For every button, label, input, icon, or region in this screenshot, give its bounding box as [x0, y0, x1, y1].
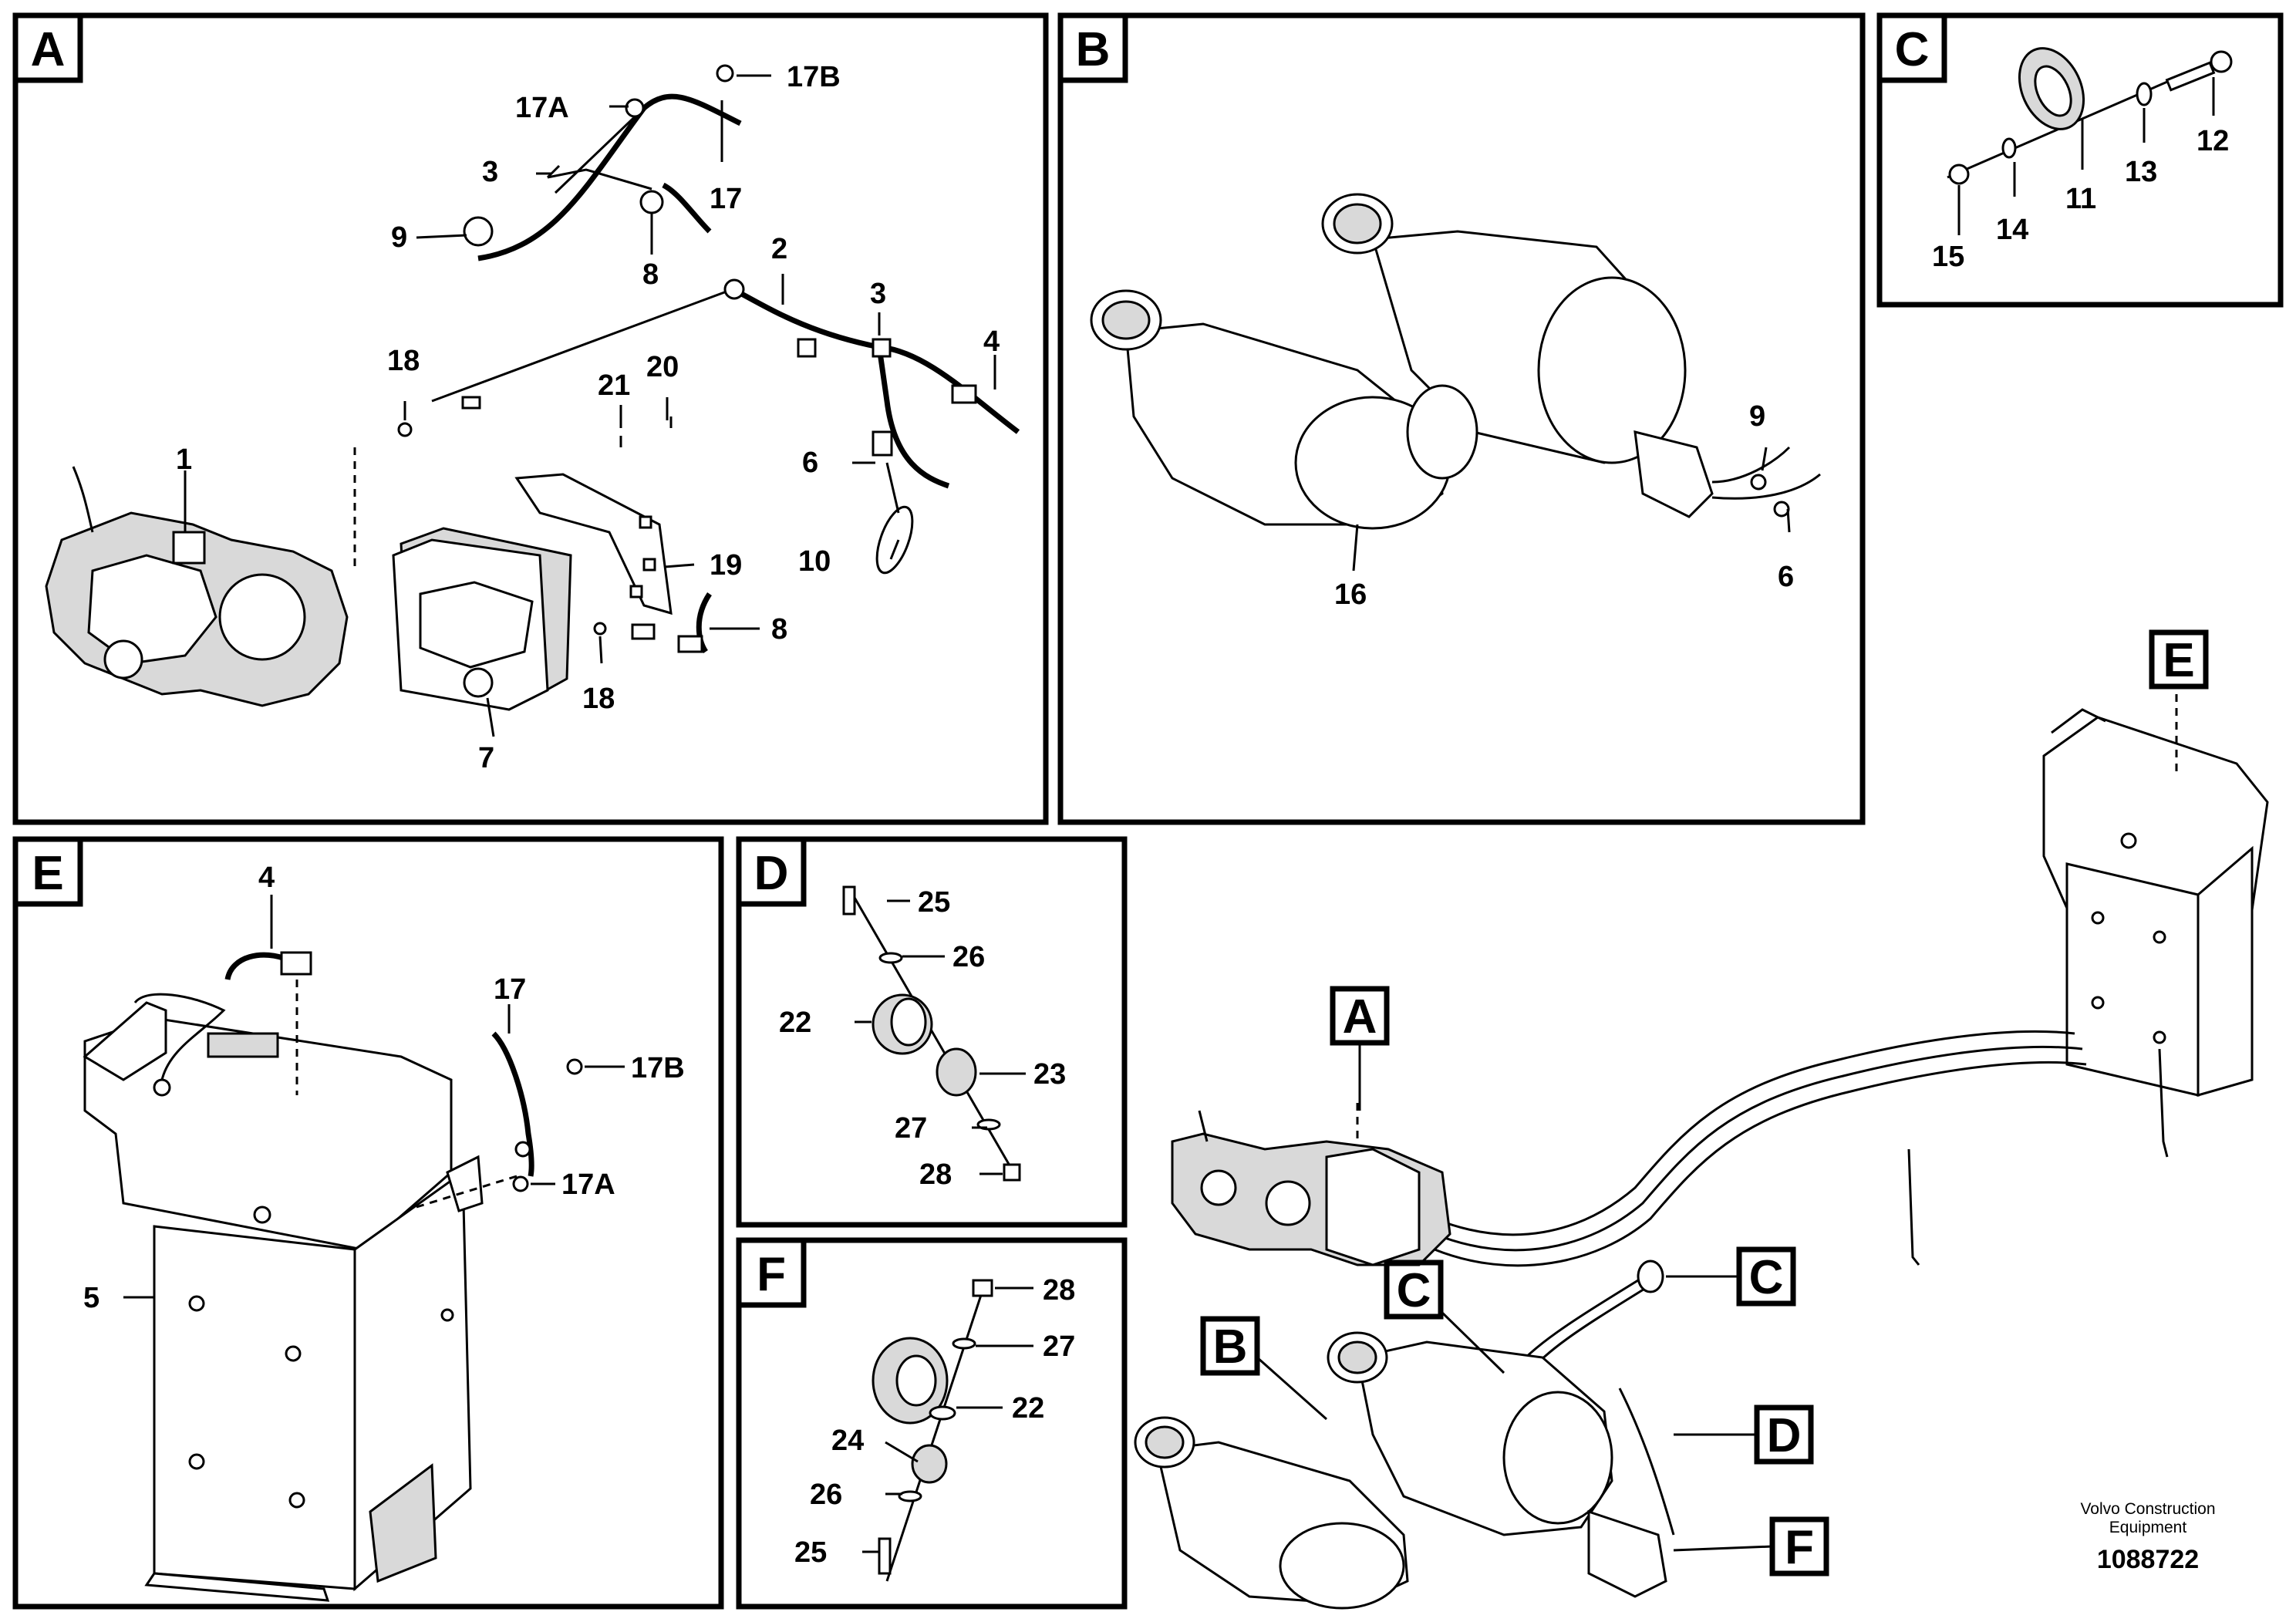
panel-f-label: 22: [1012, 1392, 1044, 1425]
panel-a-label: 1: [176, 443, 192, 476]
panel-c: C 12 13 11 14 15: [1876, 12, 2284, 308]
footer-block: Volvo Construction Equipment 1088722: [2036, 1500, 2260, 1575]
brand-line-2: Equipment: [2109, 1519, 2187, 1536]
panel-f-label: 25: [794, 1536, 827, 1569]
panel-d-label: 27: [895, 1112, 927, 1145]
panel-d-label: 26: [952, 941, 985, 973]
overview-callout: D: [1767, 1409, 1802, 1462]
overview-callout: B: [1213, 1320, 1248, 1374]
panel-a-label: 8: [771, 613, 787, 646]
panel-a-label: 4: [983, 325, 1000, 358]
panel-c-label: 14: [1996, 214, 2028, 246]
panel-a: A: [12, 12, 1049, 825]
panel-c-letter: C: [1895, 23, 1930, 76]
panel-f-frame: [736, 1237, 1128, 1610]
panel-e: E 4 17 17B 17A 5: [12, 836, 724, 1610]
overview-callout: C: [1749, 1251, 1784, 1304]
panel-e-label: 17A: [561, 1168, 615, 1201]
panel-f-label: 28: [1043, 1274, 1075, 1307]
panel-a-label: 20: [646, 351, 679, 383]
panel-c-label: 15: [1932, 241, 1964, 273]
overview-assembly: E A C C B D F: [1134, 629, 2269, 1610]
overview-callout-box: [2149, 629, 2209, 690]
overview-callout: F: [1785, 1521, 1814, 1574]
panel-a-label: 17B: [787, 61, 841, 93]
overview-callout: E: [2163, 634, 2194, 687]
panel-a-label: 19: [710, 549, 742, 582]
panel-e-label: 17B: [631, 1052, 685, 1084]
panel-a-label: 3: [482, 156, 498, 188]
panel-e-label: 17: [494, 973, 526, 1006]
panel-a-label: 6: [802, 447, 818, 479]
panel-d-label: 22: [779, 1007, 811, 1039]
panel-f: F 28 27 22 24 26 25: [736, 1237, 1128, 1610]
panel-a-label: 10: [798, 545, 831, 578]
panel-b-letter: B: [1076, 23, 1111, 76]
panel-d-letter: D: [754, 847, 789, 900]
panel-b-label: 9: [1749, 400, 1765, 433]
panel-b: B 9 16 6: [1057, 12, 1866, 825]
panel-d: D 25 26 22 23 27 28: [736, 836, 1128, 1228]
panel-a-label: 8: [642, 258, 659, 291]
panel-a-label: 7: [478, 742, 494, 774]
panel-e-label: 4: [258, 862, 275, 894]
panel-d-label: 25: [918, 886, 950, 919]
panel-a-label: 18: [387, 345, 420, 377]
panel-d-label: 28: [919, 1158, 952, 1191]
panel-c-frame: [1876, 12, 2284, 308]
panel-e-letter: E: [32, 847, 63, 900]
brand-line-1: Volvo Construction: [2080, 1500, 2216, 1518]
panel-e-label: 5: [83, 1282, 99, 1314]
panel-b-label: 16: [1334, 578, 1367, 611]
panel-c-label: 12: [2197, 125, 2229, 157]
panel-a-label: 2: [771, 233, 787, 265]
panel-d-frame: [736, 836, 1128, 1228]
panel-c-label: 13: [2125, 156, 2157, 188]
panel-f-label: 24: [831, 1425, 864, 1457]
panel-a-label: 3: [870, 278, 886, 310]
drawing-number: 1088722: [2096, 1545, 2200, 1574]
panel-d-label: 23: [1033, 1058, 1066, 1091]
panel-a-label: 17: [710, 183, 742, 215]
panel-a-label: 18: [582, 683, 615, 715]
panel-b-frame: [1057, 12, 1866, 825]
panel-b-label: 6: [1778, 561, 1794, 593]
overview-callout-box: [1384, 1259, 1444, 1320]
panel-a-label: 17A: [515, 92, 569, 124]
panel-a-label: 21: [598, 369, 630, 402]
overview-callout: A: [1343, 990, 1377, 1044]
overview-callout: C: [1397, 1264, 1431, 1317]
panel-a-label: 9: [391, 221, 407, 254]
panel-a-frame: [12, 12, 1049, 825]
panel-f-label: 27: [1043, 1330, 1075, 1363]
panel-f-label: 26: [810, 1479, 842, 1511]
panel-f-letter: F: [757, 1248, 786, 1301]
overview-callout-box: [1200, 1316, 1260, 1376]
panel-a-letter: A: [31, 23, 66, 76]
panel-e-frame: [12, 836, 724, 1610]
panel-c-label: 11: [2065, 183, 2096, 215]
